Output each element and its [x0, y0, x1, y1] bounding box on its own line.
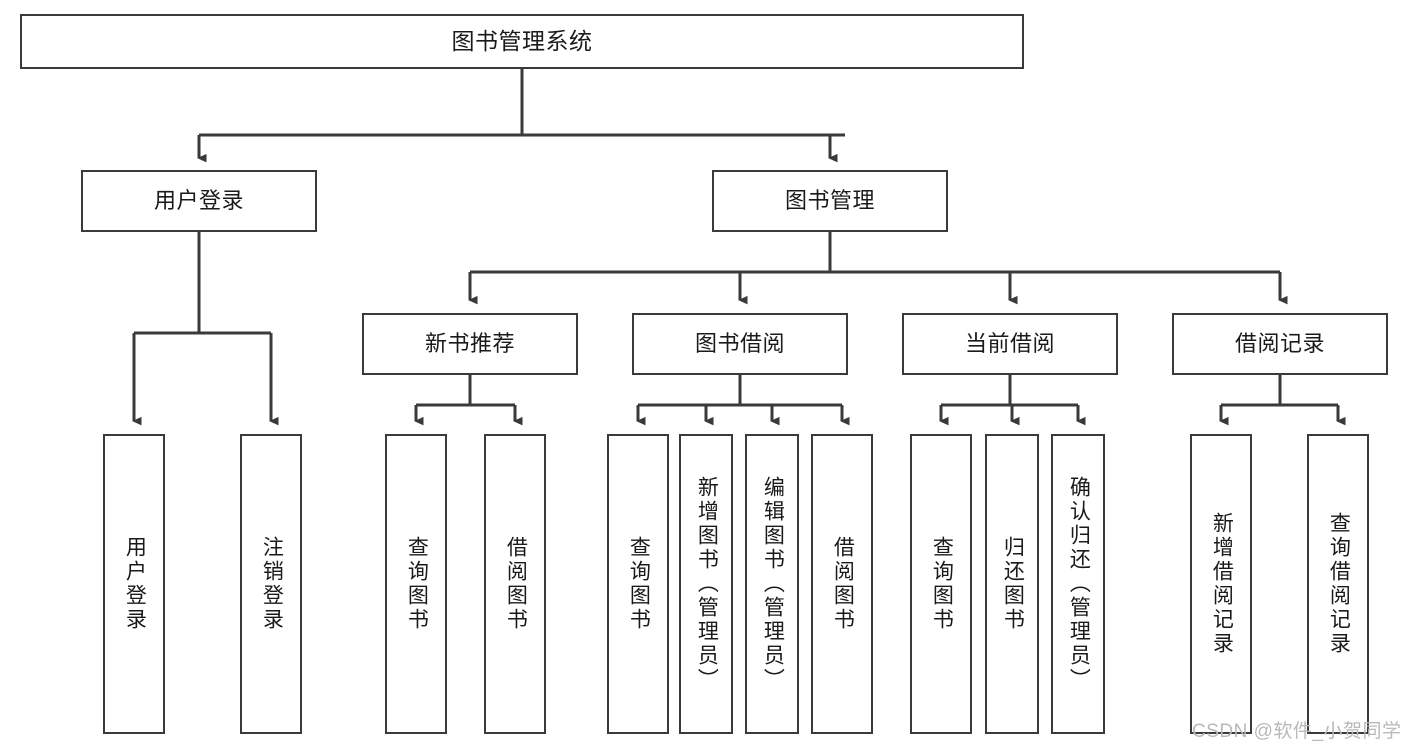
- node-leaf-query-record[interactable]: 查询借阅记录: [1307, 434, 1369, 734]
- node-leaf-confirm-return[interactable]: 确认归还（管理员）: [1051, 434, 1105, 734]
- node-leaf-query-book-3[interactable]: 查询图书: [910, 434, 972, 734]
- node-current-borrow[interactable]: 当前借阅: [902, 313, 1118, 375]
- node-leaf-return-book[interactable]: 归还图书: [985, 434, 1039, 734]
- node-user-login[interactable]: 用户登录: [81, 170, 317, 232]
- node-leaf-return-book-label: 归还图书: [1001, 536, 1025, 632]
- node-leaf-borrow-book-2[interactable]: 借阅图书: [811, 434, 873, 734]
- node-leaf-user-logout-label: 注销登录: [260, 536, 284, 632]
- node-borrow-record-label: 借阅记录: [1234, 331, 1325, 357]
- node-leaf-add-record[interactable]: 新增借阅记录: [1190, 434, 1252, 734]
- node-leaf-user-logout[interactable]: 注销登录: [240, 434, 302, 734]
- node-book-management-label: 图书管理: [784, 188, 875, 214]
- node-leaf-edit-book-label: 编辑图书（管理员）: [761, 476, 785, 692]
- node-leaf-query-record-label: 查询借阅记录: [1327, 512, 1351, 656]
- node-book-management[interactable]: 图书管理: [712, 170, 948, 232]
- node-book-borrow[interactable]: 图书借阅: [632, 313, 848, 375]
- node-leaf-add-record-label: 新增借阅记录: [1210, 512, 1234, 656]
- node-leaf-user-login-label: 用户登录: [123, 536, 147, 632]
- node-leaf-query-book-1[interactable]: 查询图书: [385, 434, 447, 734]
- node-leaf-add-book[interactable]: 新增图书（管理员）: [679, 434, 733, 734]
- node-borrow-record[interactable]: 借阅记录: [1172, 313, 1388, 375]
- watermark: CSDN @软件_小贺同学: [1192, 716, 1401, 743]
- node-user-login-label: 用户登录: [153, 188, 244, 214]
- node-leaf-query-book-3-label: 查询图书: [930, 536, 954, 632]
- node-root-label: 图书管理系统: [451, 27, 593, 54]
- node-leaf-query-book-1-label: 查询图书: [405, 536, 429, 632]
- node-book-borrow-label: 图书借阅: [694, 331, 785, 357]
- node-leaf-add-book-label: 新增图书（管理员）: [695, 476, 719, 692]
- node-new-book-recommend-label: 新书推荐: [424, 331, 515, 357]
- node-leaf-borrow-book-1-label: 借阅图书: [504, 536, 528, 632]
- watermark-text: CSDN @软件_小贺同学: [1192, 721, 1402, 742]
- node-leaf-edit-book[interactable]: 编辑图书（管理员）: [745, 434, 799, 734]
- node-leaf-query-book-2[interactable]: 查询图书: [607, 434, 669, 734]
- node-leaf-borrow-book-2-label: 借阅图书: [831, 536, 855, 632]
- node-current-borrow-label: 当前借阅: [964, 331, 1055, 357]
- node-leaf-user-login[interactable]: 用户登录: [103, 434, 165, 734]
- node-new-book-recommend[interactable]: 新书推荐: [362, 313, 578, 375]
- node-leaf-borrow-book-1[interactable]: 借阅图书: [484, 434, 546, 734]
- node-leaf-confirm-return-label: 确认归还（管理员）: [1067, 476, 1091, 692]
- node-root[interactable]: 图书管理系统: [20, 14, 1024, 69]
- node-leaf-query-book-2-label: 查询图书: [627, 536, 651, 632]
